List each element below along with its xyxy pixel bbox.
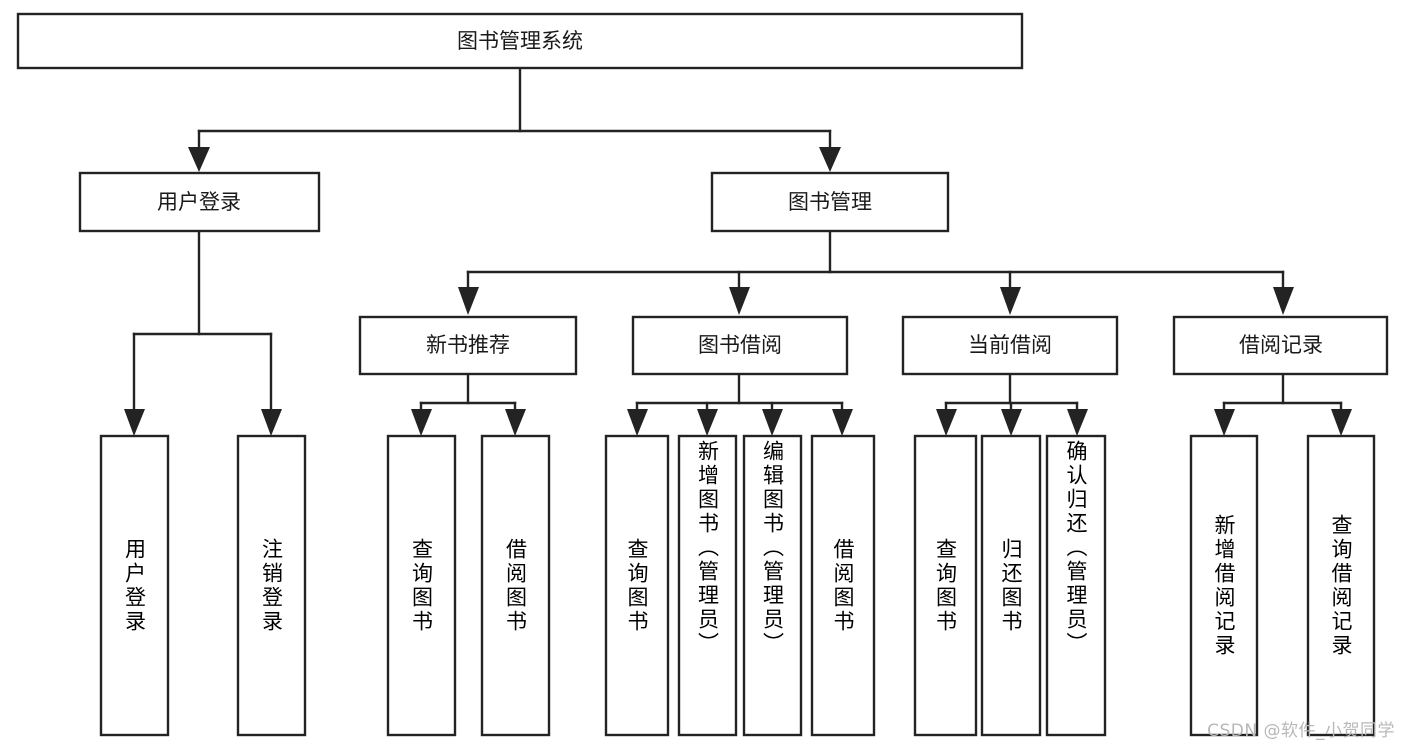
node-leaf-currentborrow-3[interactable]: 确认归还（管理员）	[1045, 434, 1107, 737]
node-new-book-recommend-box[interactable]	[358, 315, 578, 376]
node-current-borrow-box[interactable]	[901, 315, 1119, 376]
node-leaf-bookborrow-1-box[interactable]	[604, 434, 670, 737]
arrowhead-leaf-cborrow-3	[1067, 409, 1088, 436]
node-root-box[interactable]	[16, 12, 1024, 70]
node-leaf-user-login-2[interactable]: 注销登录	[236, 434, 307, 737]
arrowhead-borrow-record	[1273, 287, 1294, 315]
node-leaf-borrowrecord-2-label: 查询借阅记录	[1329, 513, 1353, 658]
arrowhead-leaf-cborrow-2	[1001, 409, 1022, 436]
node-leaf-user-login-2-box[interactable]	[236, 434, 307, 737]
node-leaf-currentborrow-2-label: 归还图书	[999, 537, 1023, 634]
node-leaf-bookborrow-4-label: 借阅图书	[831, 537, 855, 634]
arrowhead-book-manage	[819, 147, 841, 172]
connector-group-current-borrow	[936, 372, 1088, 436]
node-leaf-bookborrow-4[interactable]: 借阅图书	[810, 434, 876, 737]
node-leaf-newbook-1[interactable]: 查询图书	[386, 434, 457, 737]
arrowhead-leaf-cborrow-1	[936, 409, 957, 436]
node-leaf-newbook-1-box[interactable]	[386, 434, 457, 737]
connector-group-root	[188, 66, 841, 172]
node-root[interactable]: 图书管理系统	[16, 12, 1024, 70]
arrowhead-leaf-brecord-2	[1331, 409, 1352, 436]
node-leaf-currentborrow-1-label: 查询图书	[933, 537, 958, 634]
node-leaf-bookborrow-3-label: 编辑图书（管理员）	[760, 440, 785, 656]
arrowhead-leaf-newbook-2	[505, 409, 526, 436]
node-root-label: 图书管理系统	[457, 29, 583, 53]
node-leaf-currentborrow-3-label: 确认归还（管理员）	[1064, 440, 1088, 656]
node-new-book-recommend-label: 新书推荐	[426, 333, 510, 357]
node-leaf-bookborrow-2[interactable]: 新增图书（管理员）	[677, 434, 738, 737]
arrowhead-leaf-bborrow-1	[627, 409, 648, 436]
node-leaf-currentborrow-3-box[interactable]	[1045, 434, 1107, 737]
node-leaf-newbook-2-label: 借阅图书	[503, 537, 528, 634]
node-leaf-borrowrecord-2[interactable]: 查询借阅记录	[1306, 434, 1376, 737]
node-user-login[interactable]: 用户登录	[78, 171, 321, 233]
node-leaf-bookborrow-2-box[interactable]	[677, 434, 738, 737]
arrowhead-book-borrow	[729, 287, 750, 315]
node-book-manage-box[interactable]	[710, 171, 950, 233]
node-leaf-newbook-2-box[interactable]	[480, 434, 551, 737]
node-borrow-record[interactable]: 借阅记录	[1172, 315, 1389, 376]
node-leaf-borrowrecord-1[interactable]: 新增借阅记录	[1189, 434, 1259, 737]
node-book-borrow-box[interactable]	[631, 315, 849, 376]
node-user-login-label: 用户登录	[157, 190, 241, 214]
node-current-borrow[interactable]: 当前借阅	[901, 315, 1119, 376]
node-book-borrow-label: 图书借阅	[698, 333, 782, 357]
arrowhead-current-borrow	[1000, 287, 1021, 315]
node-borrow-record-box[interactable]	[1172, 315, 1389, 376]
node-leaf-borrowrecord-1-box[interactable]	[1189, 434, 1259, 737]
arrowhead-leaf-user-login-1	[124, 409, 145, 436]
node-leaf-newbook-2[interactable]: 借阅图书	[480, 434, 551, 737]
arrowhead-leaf-bborrow-4	[832, 409, 853, 436]
node-book-manage[interactable]: 图书管理	[710, 171, 950, 233]
node-leaf-user-login-1-label: 用户登录	[122, 537, 147, 634]
arrowhead-leaf-bborrow-3	[762, 409, 783, 436]
connector-group-new-book	[411, 372, 526, 436]
arrowhead-leaf-newbook-1	[411, 409, 432, 436]
node-leaf-currentborrow-2[interactable]: 归还图书	[980, 434, 1042, 737]
node-new-book-recommend[interactable]: 新书推荐	[358, 315, 578, 376]
arrowhead-leaf-user-login-2	[261, 409, 282, 436]
arrowhead-new-book	[458, 287, 479, 315]
arrowhead-user-login	[188, 147, 210, 172]
node-leaf-borrowrecord-2-box[interactable]	[1306, 434, 1376, 737]
node-book-manage-label: 图书管理	[788, 190, 872, 214]
node-leaf-currentborrow-1-box[interactable]	[913, 434, 978, 737]
node-leaf-currentborrow-2-box[interactable]	[980, 434, 1042, 737]
arrowhead-leaf-brecord-1	[1214, 409, 1235, 436]
node-leaf-user-login-1[interactable]: 用户登录	[99, 434, 170, 737]
node-leaf-bookborrow-3[interactable]: 编辑图书（管理员）	[742, 434, 803, 737]
node-leaf-bookborrow-1-label: 查询图书	[625, 537, 649, 634]
node-leaf-bookborrow-3-box[interactable]	[742, 434, 803, 737]
node-leaf-currentborrow-1[interactable]: 查询图书	[913, 434, 978, 737]
node-leaf-user-login-1-box[interactable]	[99, 434, 170, 737]
connector-group-user-login	[124, 229, 282, 436]
node-leaf-newbook-1-label: 查询图书	[409, 537, 434, 634]
node-book-borrow[interactable]: 图书借阅	[631, 315, 849, 376]
connector-group-book-borrow	[627, 372, 853, 436]
node-leaf-borrowrecord-1-label: 新增借阅记录	[1212, 513, 1236, 658]
arrowhead-leaf-bborrow-2	[697, 409, 718, 436]
connector-group-book-manage	[458, 229, 1294, 315]
connector-group-borrow-record	[1214, 372, 1352, 436]
node-current-borrow-label: 当前借阅	[968, 333, 1052, 357]
node-leaf-bookborrow-4-box[interactable]	[810, 434, 876, 737]
node-user-login-box[interactable]	[78, 171, 321, 233]
node-borrow-record-label: 借阅记录	[1239, 333, 1323, 357]
node-leaf-bookborrow-1[interactable]: 查询图书	[604, 434, 670, 737]
node-leaf-bookborrow-2-label: 新增图书（管理员）	[695, 440, 720, 656]
node-leaf-user-login-2-label: 注销登录	[259, 537, 284, 634]
